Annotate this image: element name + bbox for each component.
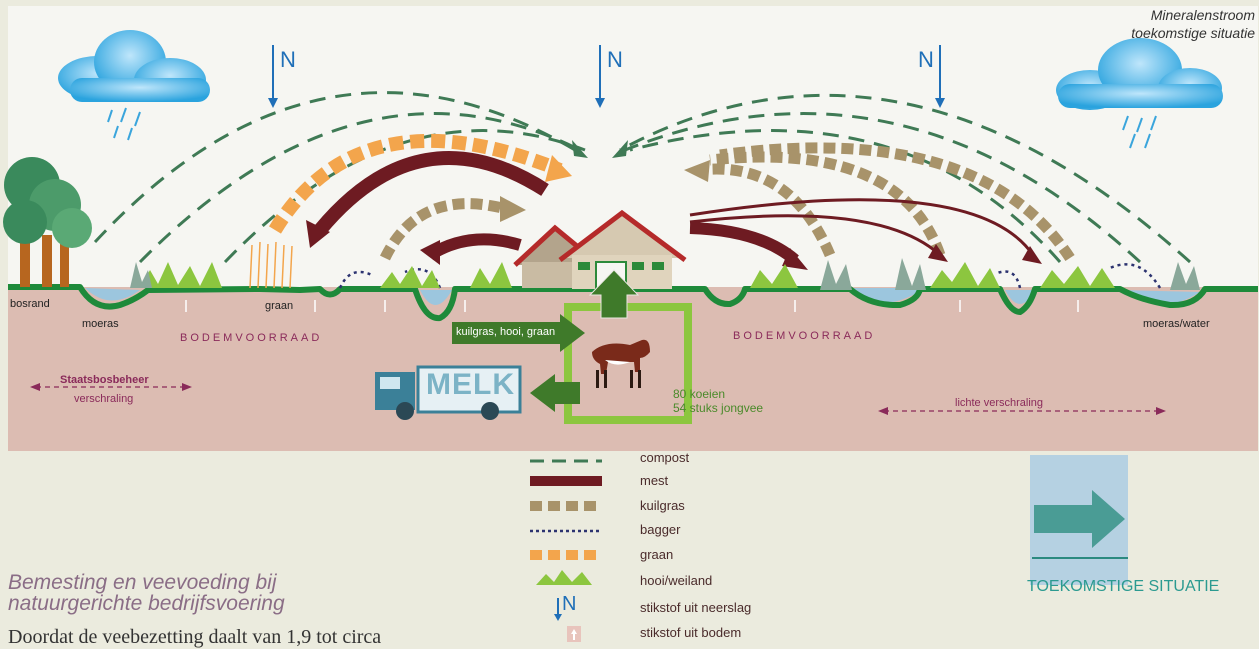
caption-title: Bemesting en veevoeding bij natuurgerich…: [8, 572, 285, 614]
legend-label-compost: compost: [640, 450, 689, 465]
legend-label-kuilgras: kuilgras: [640, 498, 685, 513]
caption-text: Doordat de veebezetting daalt van 1,9 to…: [8, 626, 381, 649]
label-koeien: 80 koeien: [673, 387, 725, 401]
label-lichte-verschraling: lichte verschraling: [955, 397, 1043, 409]
label-bodemvoorraad: BODEMVOORRAAD: [733, 330, 875, 342]
soil: [8, 287, 1258, 451]
legend-label-bagger: bagger: [640, 522, 680, 537]
situation-label: TOEKOMSTIGE SITUATIE: [1027, 578, 1219, 596]
label-jongvee: 54 stuks jongvee: [673, 401, 763, 415]
label-moeras: moeras: [82, 318, 119, 330]
title-line2: toekomstige situatie: [1105, 24, 1255, 42]
caption-title-line2: natuurgerichte bedrijfsvoering: [8, 593, 285, 614]
legend-label-hooi: hooi/weiland: [640, 573, 712, 588]
legend-label-mest: mest: [640, 473, 668, 488]
label-staatsbosbeheer: Staatsbosbeheer: [60, 374, 149, 386]
label-bosrand: bosrand: [10, 298, 50, 310]
legend-label-graan: graan: [640, 547, 673, 562]
label-graan: graan: [265, 300, 293, 312]
n-label: N: [607, 47, 623, 73]
label-bodemvoorraad: BODEMVOORRAAD: [180, 332, 322, 344]
n-label: N: [918, 47, 934, 73]
n-label: N: [280, 47, 296, 73]
caption-title-line1: Bemesting en veevoeding bij: [8, 572, 285, 593]
legend-label-stikstof-bodem: stikstof uit bodem: [640, 625, 741, 640]
title-line1: Mineralenstroom: [1105, 6, 1255, 24]
legend-n-label: N: [562, 593, 576, 616]
diagram-title: Mineralenstroom toekomstige situatie: [1105, 6, 1255, 42]
label-moeras-water: moeras/water: [1143, 318, 1210, 330]
label-melk: MELK: [426, 368, 515, 402]
label-feed-input: kuilgras, hooi, graan: [456, 326, 555, 338]
label-verschraling: verschraling: [74, 393, 133, 405]
legend-label-stikstof-neerslag: stikstof uit neerslag: [640, 600, 751, 615]
